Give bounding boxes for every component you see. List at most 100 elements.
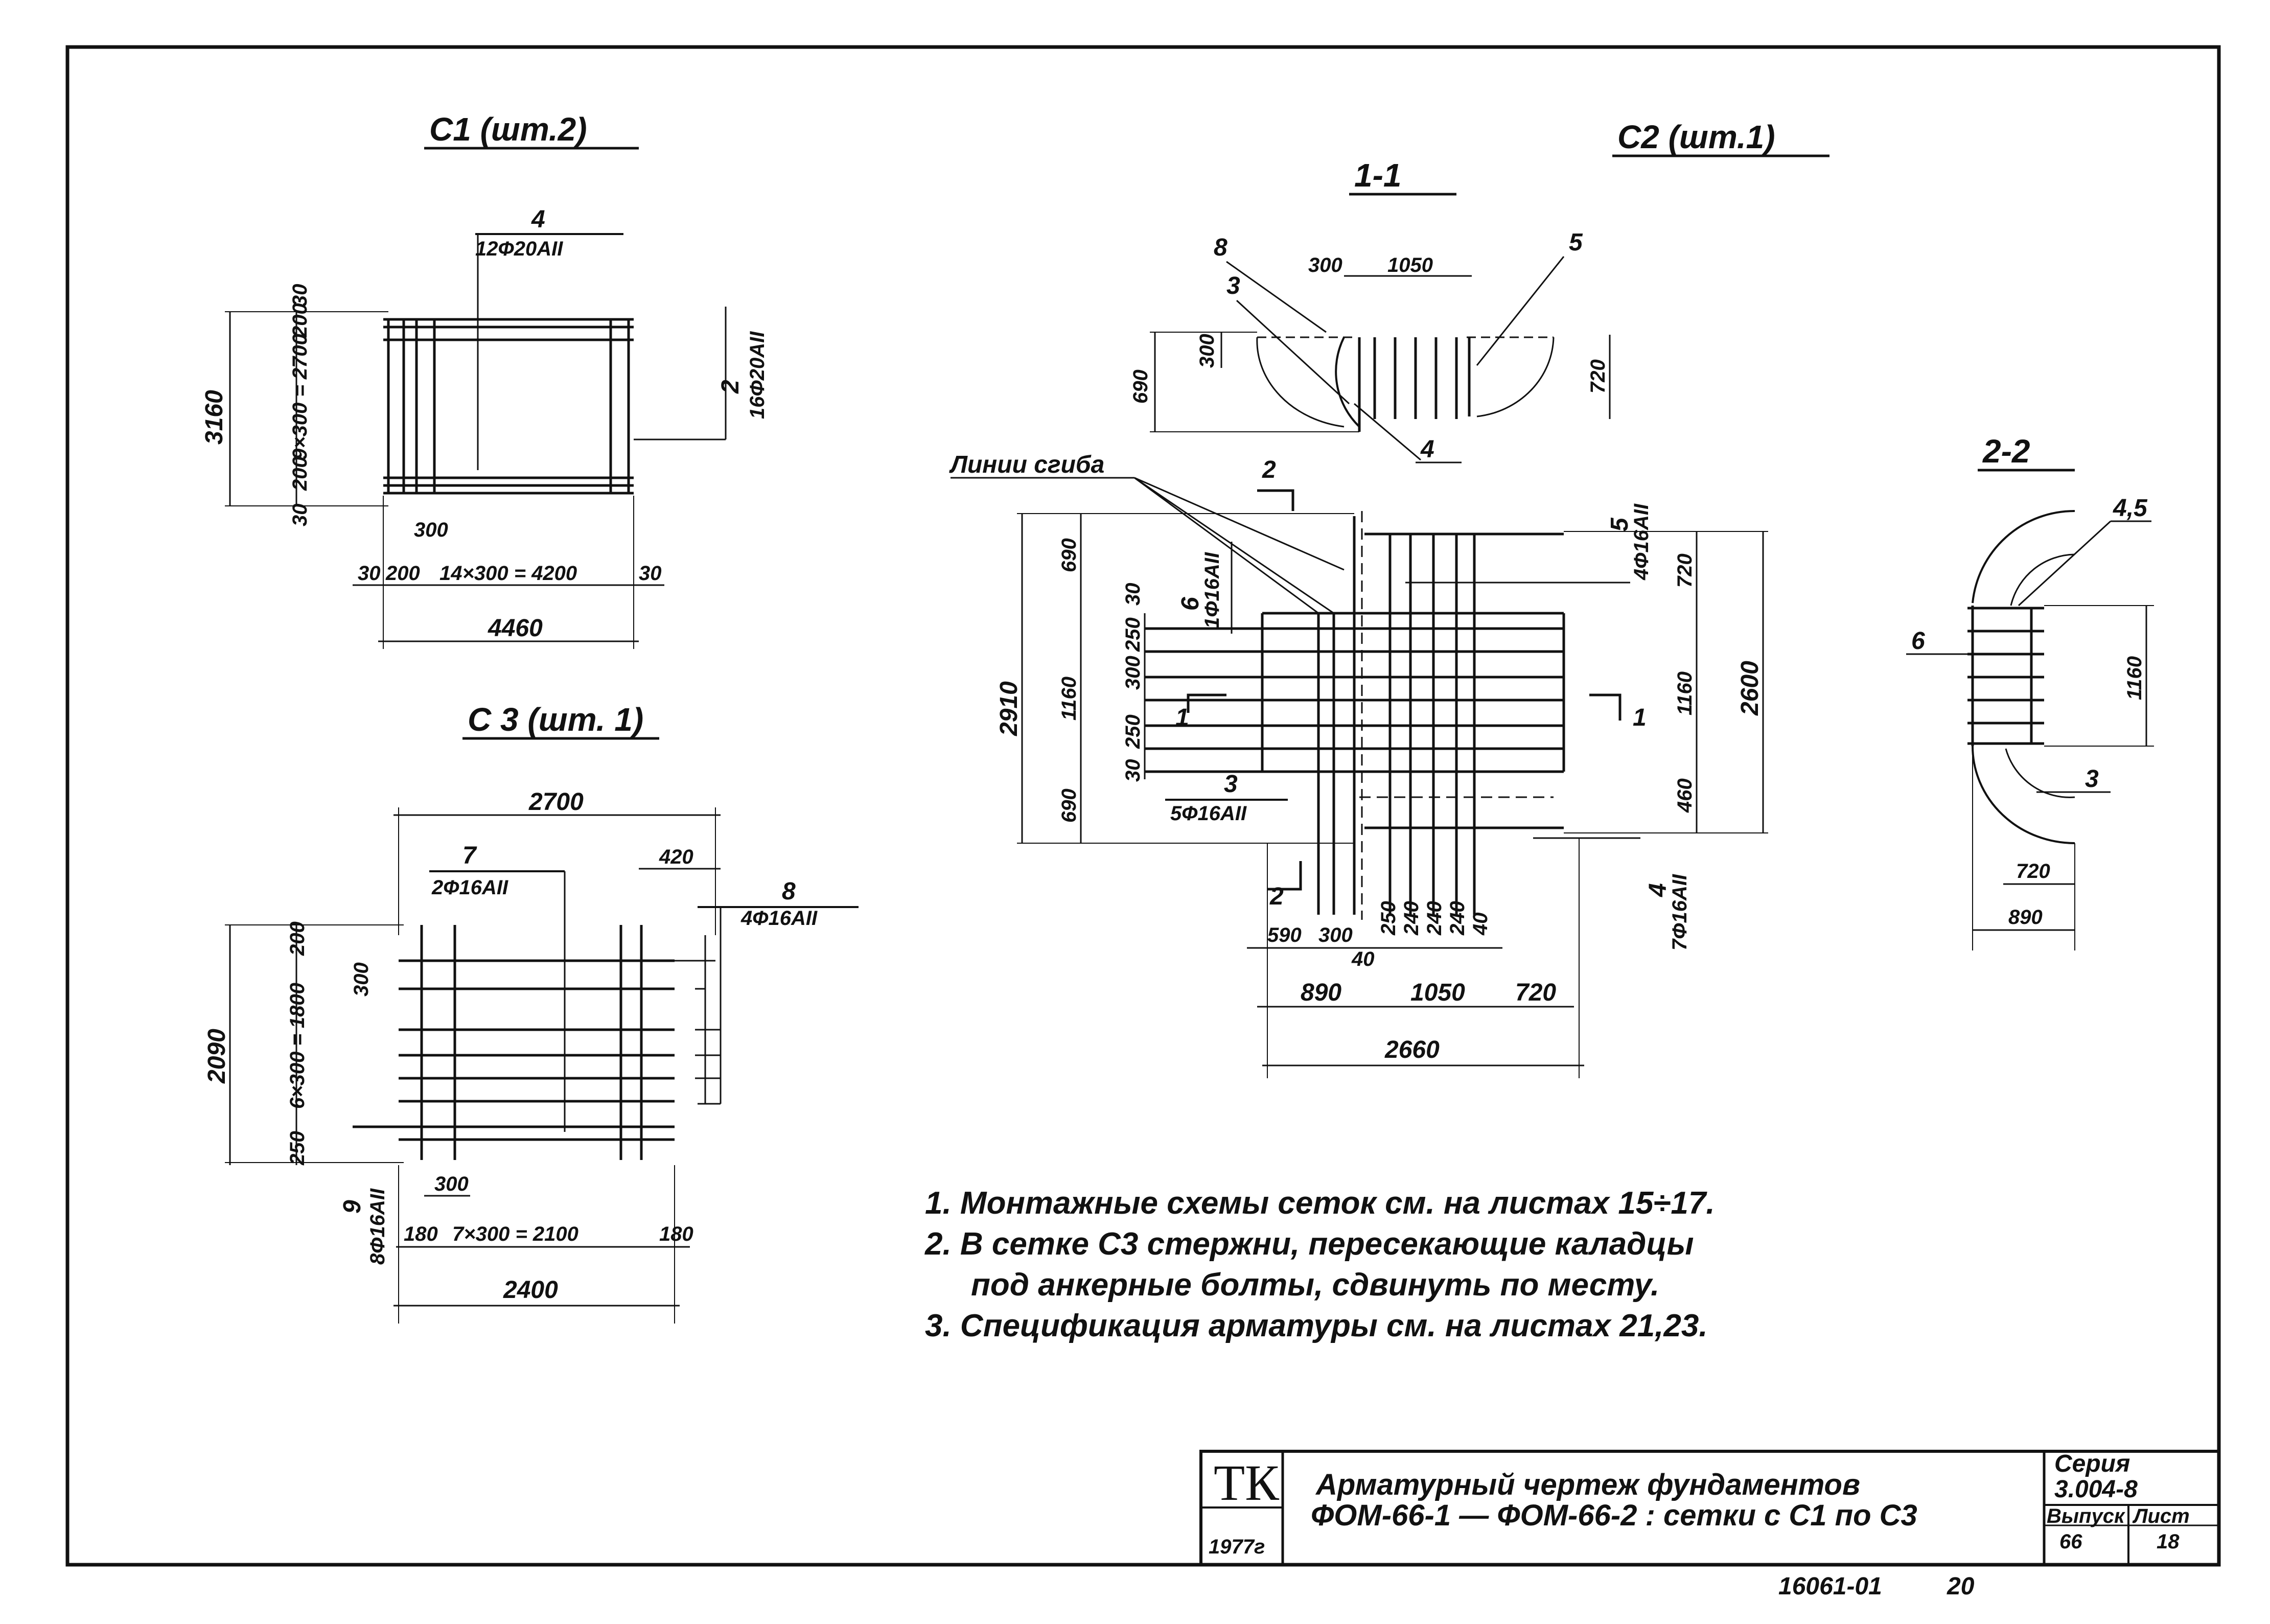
c2-bottom-small-1: 590 [1267,924,1302,946]
section-2-2: 2-2 4,5 6 3 1160 720 89 [1906,433,2154,950]
c2-bottom-mid-2: 1050 [1410,979,1465,1006]
c2-right-dim-1: 720 [1674,553,1696,588]
c2-sec11-dim-2: 1050 [1387,254,1433,276]
c2-sec11-mark-4: 4 [1420,436,1434,463]
stamp-org: ТК [1214,1454,1280,1511]
c1-dim-height: 3160 [201,390,228,445]
c2-left-dim-4: 690 [1058,788,1080,823]
c3-dim-left-bot: 250 [286,1131,309,1166]
s22-mark-1: 4,5 [2113,495,2148,522]
c3-bar8-num: 8 [782,878,796,905]
c3-dim-row-c: 180 [659,1223,693,1245]
c3-dim-420: 420 [659,846,693,868]
notes: 1. Монтажные схемы сеток см. на листах 1… [924,1186,1715,1343]
c3-dim-height: 2090 [203,1029,230,1084]
c3-bar8-spec: 4Ф16АII [740,907,818,930]
note-4: 3. Спецификация арматуры см. на листах 2… [925,1308,1708,1343]
c2-sec11-mark-2: 3 [1226,272,1240,299]
stamp-series-label: Серия [2054,1450,2130,1477]
s22-dim-890: 890 [2008,906,2043,929]
c2-drawing: С2 (шт.1) 1-1 300 1050 8 3 5 4 [949,119,1829,1078]
c3-dim-width: 2400 [503,1277,558,1304]
footer-page: 20 [1947,1573,1975,1600]
c2-bar3-spec: 5Ф16АII [1170,802,1247,825]
c2-sec11-dim-5: 720 [1587,359,1609,393]
c3-bar7-num: 7 [462,842,477,869]
c1-dim-row-b: 200 [385,562,420,585]
c1-dim-top200: 200 [289,303,311,338]
c3-dim-left-top: 200 [286,921,309,956]
c1-bar2-spec: 16Ф20АII [746,331,769,419]
c2-bottom-small-3: 250 [1377,901,1400,936]
s22-mark-3: 3 [2085,765,2099,793]
c2-left-small-5: 30 [1122,759,1144,782]
c2-cut2-bot: 2 [1269,883,1284,910]
stamp-title-1: Арматурный чертеж фундаментов [1315,1468,1860,1501]
sheet-frame [65,45,2221,1567]
c2-left-dim-1: 2910 [995,681,1023,736]
c2-title: С2 (шт.1) [1617,119,1775,155]
c2-bottom-small-2: 300 [1318,924,1353,946]
c3-bar7-spec: 2Ф16АII [431,876,508,899]
c2-bar5-spec: 4Ф16АII [1630,503,1653,581]
c2-bar4-num: 4 [1644,883,1672,897]
c2-right-dim-2: 1160 [1674,671,1696,715]
c2-left-small-1: 30 [1122,583,1144,606]
c2-bottom-total: 2660 [1384,1036,1440,1063]
c1-dim-row-a: 30 [358,562,381,585]
c3-dim-300b: 300 [434,1173,469,1195]
stamp-series-value: 3.004-8 [2054,1476,2138,1503]
note-1: 1. Монтажные схемы сеток см. на листах 1… [925,1186,1715,1221]
c1-dim-left: 9×300 = 2700 [289,334,311,460]
footer-code: 16061-01 [1778,1573,1882,1600]
c2-left-small-2: 250 [1122,617,1144,652]
c1-dim-row-d: 30 [639,562,662,585]
c2-section11-title: 1-1 [1354,157,1402,194]
c3-dim-left: 6×300 = 1800 [286,983,309,1109]
stamp-sheet-label: Лист [2132,1505,2190,1527]
s22-mark-2: 6 [1911,628,1925,655]
c2-cut2-top: 2 [1262,456,1276,483]
c2-bottom-mid-3: 720 [1515,979,1556,1006]
c2-left-dim-2: 690 [1058,538,1080,572]
c2-left-small-3: 300 [1122,656,1144,690]
c1-dim-top30: 30 [289,284,311,307]
c2-left-dim-3: 1160 [1058,677,1080,721]
c2-sec11-dim-3: 300 [1196,334,1218,368]
c3-dim-top: 2700 [528,788,584,816]
c1-dim-row-c: 14×300 = 4200 [439,562,577,585]
c2-sec11-mark-3: 5 [1569,229,1583,256]
note-3: под анкерные болты, сдвинуть по месту. [971,1267,1659,1303]
s22-title: 2-2 [1982,433,2030,470]
c3-drawing: С 3 (шт. 1) 2700 7 2Ф16АII 420 8 4Ф16АII [203,701,859,1324]
stamp-sheet-value: 18 [2157,1530,2180,1553]
c1-drawing: С1 (шт.2) 4 12Ф20АII 2 16Ф20АII [201,111,769,649]
c2-bottom-small-7: 40 [1469,913,1492,936]
c2-bend-lines-label: Линии сгиба [949,451,1104,478]
stamp-issue-label: Выпуск [2047,1505,2125,1527]
c1-bar2-num: 2 [717,380,744,394]
c1-bar4-num: 4 [531,206,545,233]
note-2: 2. В сетке С3 стержни, пересекающие кала… [924,1226,1694,1262]
stamp-issue-value: 66 [2059,1530,2082,1553]
c3-title: С 3 (шт. 1) [468,701,643,738]
c3-mesh [353,925,675,1160]
stamp-title-2: ФОМ-66-1 — ФОМ-66-2 : сетки с С1 по С3 [1311,1499,1917,1532]
c1-title: С1 (шт.2) [429,111,587,148]
c2-bottom-small-4: 240 [1400,901,1423,936]
c2-left-small-4: 250 [1122,714,1144,749]
c2-bar4-spec: 7Ф16АII [1669,874,1691,950]
c3-dim-row-b: 7×300 = 2100 [452,1223,578,1245]
c2-right-dim-3: 460 [1674,778,1696,813]
title-block: ТК 1977г Арматурный чертеж фундаментов Ф… [1199,1450,2220,1566]
c3-bar9-spec: 8Ф16АII [366,1188,389,1265]
stamp-year: 1977г [1209,1536,1265,1558]
c2-bottom-small-5: 240 [1423,901,1446,936]
c2-cut1-right: 1 [1633,704,1647,731]
c3-dim-300a: 300 [350,962,373,996]
c1-dim-width: 4460 [488,615,543,642]
c2-bar5-num: 5 [1606,517,1633,531]
c1-dim-300: 300 [414,519,448,541]
c2-sec11-mark-1: 8 [1214,234,1227,261]
